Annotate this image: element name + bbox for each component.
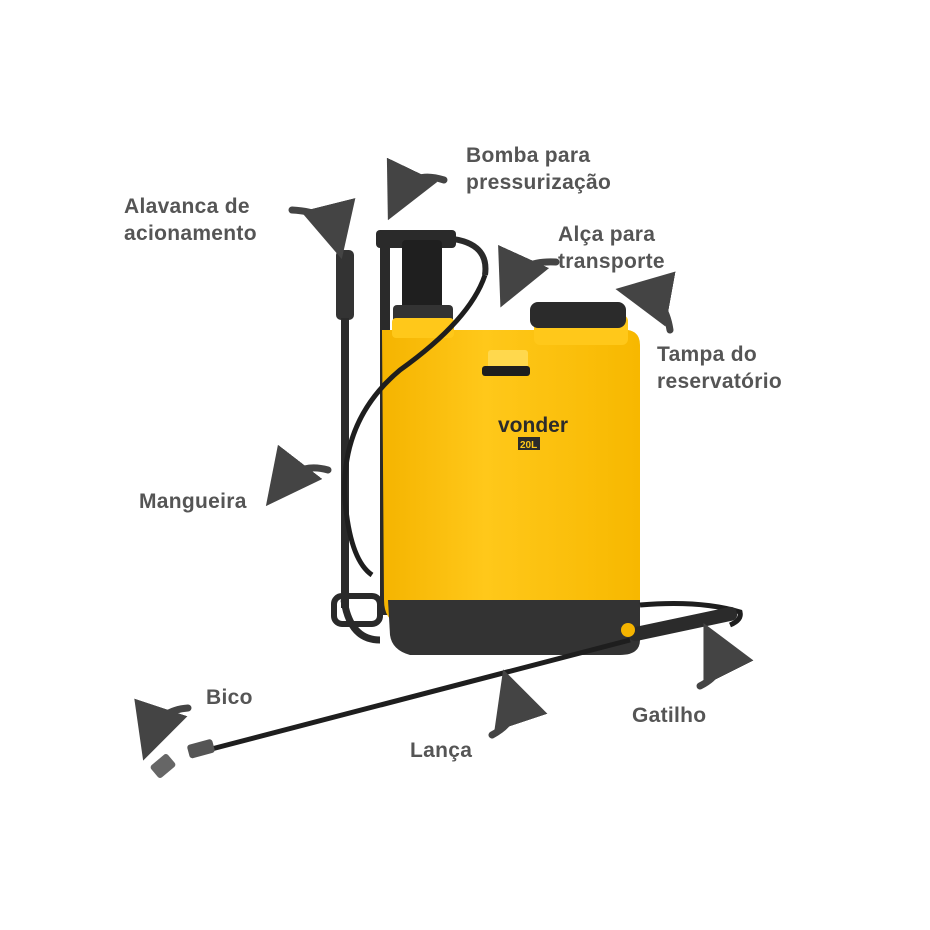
- arrow-alavanca-icon: [288, 198, 356, 260]
- label-alca-transporte: Alça para transporte: [558, 223, 665, 273]
- arrow-mangueira-icon: [265, 444, 332, 507]
- arrow-gatilho-icon: [696, 622, 754, 690]
- arrow-alca-icon: [498, 244, 560, 308]
- label-alavanca-acionamento: Alavanca de acionamento: [124, 195, 257, 245]
- arrow-tampa-icon: [615, 271, 676, 334]
- arrow-bico-icon: [134, 698, 192, 761]
- label-mangueira: Mangueira: [139, 490, 247, 513]
- lever-handle: [336, 250, 381, 644]
- label-bomba-pressurizacao: Bomba para pressurização: [466, 144, 612, 194]
- label-gatilho: Gatilho: [632, 704, 707, 727]
- brand-logo: vonder: [498, 414, 568, 437]
- capacity-badge: [518, 437, 540, 450]
- hose: [342, 274, 488, 578]
- tank-body: [331, 302, 640, 655]
- svg-text:20L: 20L: [520, 440, 537, 451]
- nozzle-coupling: [187, 739, 215, 759]
- lance: [199, 637, 631, 755]
- label-bico: Bico: [206, 686, 253, 709]
- arrow-bomba-icon: [386, 157, 448, 221]
- callout-arrows: [134, 157, 754, 761]
- trigger-handle: [621, 606, 738, 642]
- nozzle: [150, 754, 176, 778]
- label-tampa-reservatorio: Tampa do reservatório: [657, 343, 782, 393]
- label-lanca: Lança: [410, 739, 473, 762]
- arrow-lanca-icon: [488, 669, 548, 739]
